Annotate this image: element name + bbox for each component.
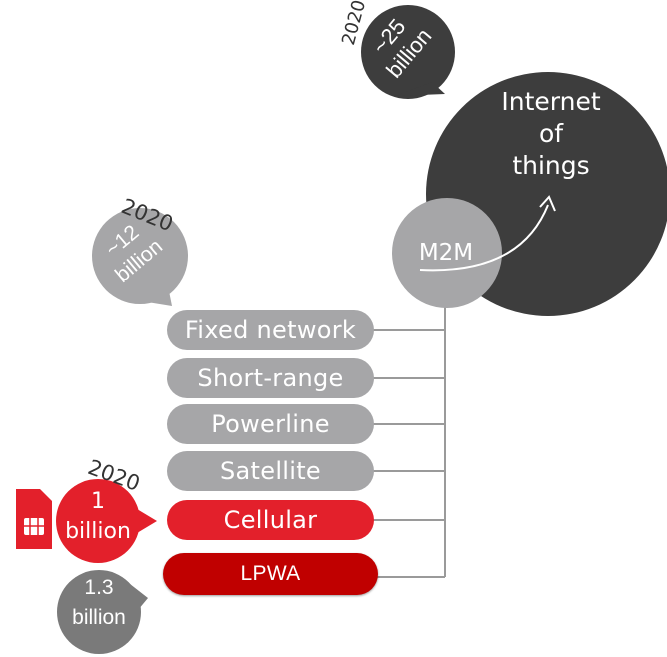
pill-label: Cellular (223, 506, 318, 534)
curved-arrow-icon (419, 195, 556, 272)
cellular-count-text: 1 billion (56, 487, 140, 547)
lpwa-count-unit: billion (72, 606, 126, 629)
pill-label: Satellite (220, 457, 321, 485)
connector-lines (360, 300, 446, 578)
pill-label: Fixed network (184, 316, 357, 344)
pill-cellular: Cellular (167, 500, 374, 540)
iot-label-line: things (512, 151, 590, 180)
iot-count-bubble (361, 5, 455, 99)
iot-label-line: of (538, 119, 564, 148)
iot-label: Internet of things (478, 86, 624, 182)
iot-label-line: Internet (501, 87, 601, 116)
m2m-count-bubble (92, 208, 188, 306)
pill-label: Short-range (197, 364, 344, 392)
lpwa-count-value: 1.3 (84, 576, 114, 599)
cellular-count-bubble (56, 479, 157, 563)
lpwa-count-bubble (57, 570, 148, 654)
pill-fixed-network: Fixed network (167, 310, 374, 350)
m2m-label: M2M (418, 240, 474, 266)
m2m-circle (392, 198, 502, 308)
pill-lpwa: LPWA (163, 553, 378, 595)
cellular-count-value: 1 (91, 489, 105, 514)
lpwa-count-text: 1.3 billion (57, 573, 141, 633)
pill-label: Powerline (211, 410, 330, 438)
cellular-count-unit: billion (65, 519, 131, 544)
pill-powerline: Powerline (167, 404, 374, 444)
pill-label: LPWA (240, 562, 301, 585)
pill-satellite: Satellite (167, 451, 374, 491)
pill-short-range: Short-range (167, 358, 374, 398)
sim-card-icon (16, 489, 52, 549)
